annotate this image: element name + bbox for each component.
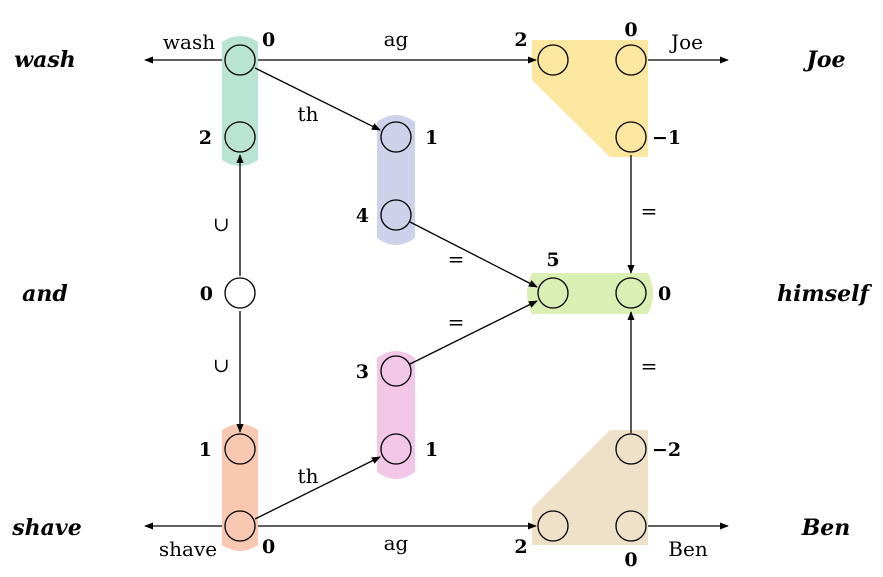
label-eq-upper-diag: = bbox=[448, 247, 465, 271]
edge-th-top bbox=[254, 67, 381, 131]
himself-group-band bbox=[527, 273, 653, 314]
word-wash: wash bbox=[14, 47, 76, 73]
word-joe: Joe bbox=[802, 47, 845, 73]
th-upper-group-band bbox=[377, 115, 415, 245]
label-th-bottom: th bbox=[298, 464, 319, 488]
num-shave-top: 1 bbox=[199, 439, 212, 461]
label-wash-out: wash bbox=[163, 30, 215, 54]
edge-eq-upper-diag bbox=[409, 221, 538, 288]
num-th-lower-bottom: 1 bbox=[425, 439, 438, 461]
th-lower-group-band bbox=[377, 351, 415, 479]
num-th-upper-bottom: 4 bbox=[356, 205, 369, 227]
num-himself-left: 5 bbox=[546, 249, 559, 271]
num-joe-left: 2 bbox=[514, 29, 527, 51]
num-th-upper-top: 1 bbox=[425, 127, 438, 149]
word-himself: himself bbox=[777, 281, 872, 307]
num-joe-right-top: 0 bbox=[624, 19, 637, 41]
label-shave-out: shave bbox=[159, 537, 217, 561]
node-th-upper-top bbox=[380, 121, 412, 153]
node-shave-top bbox=[224, 433, 256, 465]
node-ben-left bbox=[537, 510, 569, 542]
word-ben: Ben bbox=[801, 515, 851, 541]
node-th-lower-top bbox=[380, 355, 412, 387]
node-shave-bottom bbox=[224, 510, 256, 542]
node-th-upper-bottom bbox=[380, 199, 412, 231]
num-wash-top: 0 bbox=[262, 29, 275, 51]
node-himself-right bbox=[615, 277, 647, 309]
label-joe-out: Joe bbox=[669, 30, 703, 54]
node-joe-right-lower bbox=[615, 121, 647, 153]
node-ben-right-bottom bbox=[615, 510, 647, 542]
label-subset-lower: ⊃ bbox=[210, 358, 234, 375]
edge-th-bottom bbox=[254, 456, 381, 520]
label-ben-out: Ben bbox=[668, 537, 708, 561]
num-th-lower-top: 3 bbox=[356, 361, 369, 383]
word-and: and bbox=[22, 281, 68, 307]
num-ben-left: 2 bbox=[514, 536, 527, 558]
word-shave: shave bbox=[11, 515, 81, 541]
num-himself-right: 0 bbox=[658, 283, 671, 305]
num-joe-right-lower: −1 bbox=[652, 127, 681, 149]
label-subset-upper: ⊃ bbox=[210, 217, 234, 234]
label-eq-upper-vert: = bbox=[641, 199, 658, 223]
node-ben-right-upper bbox=[615, 433, 647, 465]
node-wash-bottom bbox=[224, 121, 256, 153]
label-eq-lower-diag: = bbox=[448, 310, 465, 334]
label-ag-top: ag bbox=[384, 27, 409, 51]
joe-group-band bbox=[532, 40, 648, 157]
num-ben-right-bottom: 0 bbox=[624, 549, 637, 571]
edge-eq-lower-diag bbox=[409, 300, 538, 365]
num-shave-bottom: 0 bbox=[262, 536, 275, 558]
label-eq-lower-vert: = bbox=[641, 354, 658, 378]
node-himself-left bbox=[537, 277, 569, 309]
node-joe-left bbox=[537, 44, 569, 76]
node-wash-top bbox=[224, 44, 256, 76]
ben-group-band bbox=[532, 430, 648, 545]
num-wash-bottom: 2 bbox=[199, 127, 212, 149]
node-and bbox=[224, 277, 256, 309]
node-joe-right-top bbox=[615, 44, 647, 76]
label-ag-bottom: ag bbox=[384, 531, 409, 555]
node-th-lower-bottom bbox=[380, 433, 412, 465]
num-and: 0 bbox=[200, 283, 213, 305]
shave-group-band bbox=[222, 424, 258, 551]
wash-group-band bbox=[222, 36, 258, 166]
label-th-top: th bbox=[298, 102, 319, 126]
num-ben-right-upper: −2 bbox=[652, 439, 681, 461]
